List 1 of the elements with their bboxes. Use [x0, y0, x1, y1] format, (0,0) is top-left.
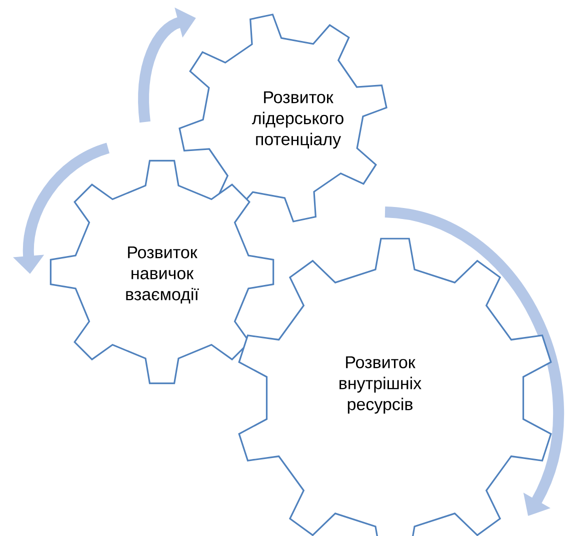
node-label: Розвиток внутрішніх ресурсів	[340, 356, 422, 414]
